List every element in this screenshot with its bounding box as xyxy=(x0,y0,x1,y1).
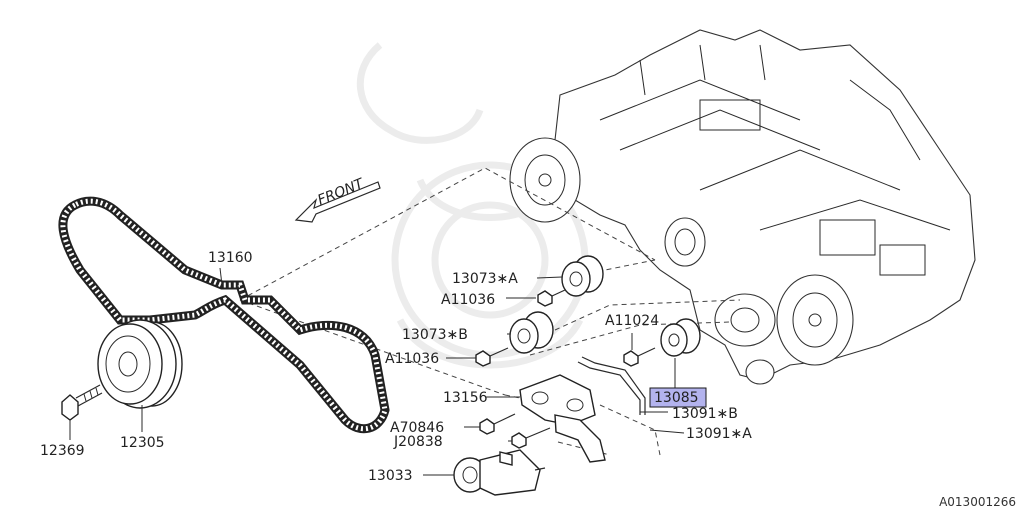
callout-a11024[interactable]: A11024 xyxy=(605,313,659,329)
callout-12305[interactable]: 12305 xyxy=(120,435,165,451)
callout-13073-b[interactable]: 13073∗B xyxy=(402,327,468,343)
callout-13091-a[interactable]: 13091∗A xyxy=(686,426,752,442)
bolt-a11024 xyxy=(623,347,656,367)
belt-tensioner xyxy=(453,449,546,496)
callout-a11036-upper[interactable]: A11036 xyxy=(441,292,495,308)
callout-13091-b[interactable]: 13091∗B xyxy=(672,406,738,422)
crank-pulley-bolt xyxy=(61,384,103,421)
idler-pulley-b xyxy=(509,311,554,354)
callout-13085[interactable]: 13085 xyxy=(654,390,699,406)
cam-sprocket-right xyxy=(776,274,854,366)
leader-lines xyxy=(69,267,685,476)
crank-pulley xyxy=(97,319,183,409)
callout-13073-a[interactable]: 13073∗A xyxy=(452,271,518,287)
callout-13033[interactable]: 13033 xyxy=(368,468,413,484)
timing-belt xyxy=(58,196,390,434)
callout-12369[interactable]: 12369 xyxy=(40,443,85,459)
bolt-a11036-lower xyxy=(475,347,509,367)
callout-13160[interactable]: 13160 xyxy=(208,250,253,266)
cam-sprocket-left xyxy=(509,137,581,223)
idler-pulley-13085 xyxy=(660,318,701,357)
bolt-a70846 xyxy=(479,413,516,435)
callout-13156[interactable]: 13156 xyxy=(443,390,488,406)
water-pump xyxy=(714,293,776,385)
callout-a70846[interactable]: A70846 xyxy=(390,420,444,436)
crank-sprocket xyxy=(664,217,706,267)
idler-pulley-a xyxy=(561,255,604,297)
bolt-j20838 xyxy=(511,427,551,449)
engine-block xyxy=(509,29,976,385)
highlight-box-13085 xyxy=(649,387,707,408)
diagram-reference-code: A013001266 xyxy=(939,495,1016,509)
front-direction-indicator: FRONT xyxy=(294,175,381,223)
callout-a11036-lower[interactable]: A11036 xyxy=(385,351,439,367)
callout-j20838[interactable]: J20838 xyxy=(393,434,443,450)
bolt-a11036-upper xyxy=(537,289,566,307)
tensioner-bracket xyxy=(519,356,646,463)
